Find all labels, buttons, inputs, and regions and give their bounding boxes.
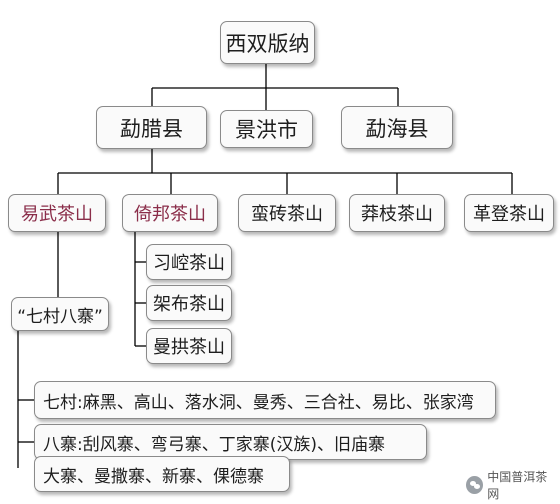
county-node-menghai: 勐海县 [341, 106, 453, 149]
qicun-detail-node: 七村:麻黑、高山、落水洞、曼秀、三合社、易比、张家湾 [34, 381, 496, 419]
watermark: 中国普洱茶网 [462, 466, 560, 504]
mountain-node-mangzhi: 莽枝茶山 [349, 194, 445, 232]
watermark-text: 中国普洱茶网 [487, 470, 548, 501]
bazhai-detail-node: 八寨:刮风寨、弯弓寨、丁家寨(汉族)、旧庙寨 [34, 424, 427, 460]
root-node: 西双版纳 [220, 21, 315, 64]
bazhai-line-1: 八寨:刮风寨、弯弓寨、丁家寨(汉族)、旧庙寨 [43, 435, 385, 455]
county-node-jinghong: 景洪市 [220, 110, 313, 148]
qicun-bazhai-node: “七村八寨” [11, 297, 109, 331]
sub-node-jiabu: 架布茶山 [146, 285, 232, 321]
sub-node-xikong: 习崆茶山 [146, 244, 232, 280]
bazhai-detail-node-2: 大寨、曼撒寨、新寨、倮德寨 [34, 456, 290, 492]
sub-node-mangong: 曼拱茶山 [146, 328, 232, 364]
county-node-mengla: 勐腊县 [96, 106, 207, 149]
mountain-node-gedeng: 革登茶山 [464, 194, 554, 232]
mountain-node-manzhuan: 蛮砖茶山 [238, 194, 336, 232]
mountain-node-yiwu: 易武茶山 [8, 194, 106, 232]
mountain-node-yibang: 倚邦茶山 [122, 194, 218, 232]
chat-bubble-icon [466, 476, 484, 494]
